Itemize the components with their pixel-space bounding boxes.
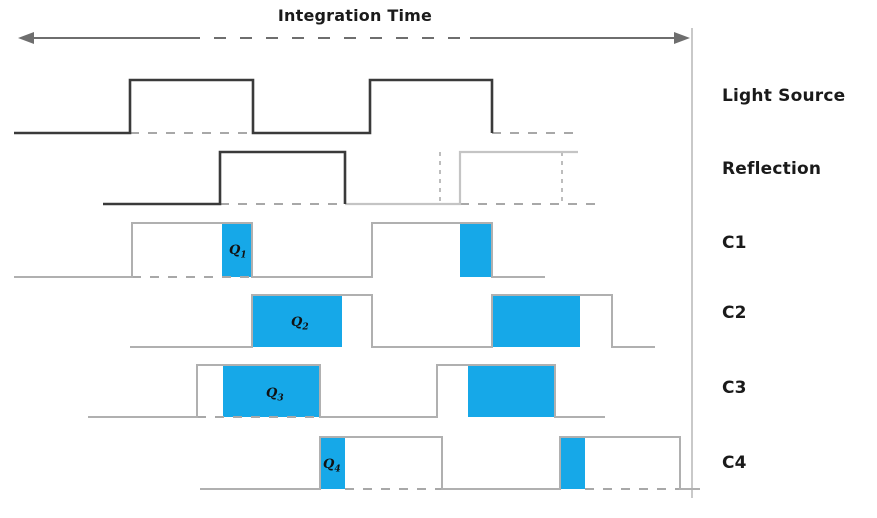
c4-charge-block-2 [560, 437, 585, 489]
c1-charge-blocks [222, 223, 492, 277]
c2-charge-block-2 [492, 295, 580, 347]
page-title: Integration Time [277, 6, 433, 25]
waveform-c2 [130, 294, 655, 348]
c3-charge-block-2 [468, 365, 555, 417]
row-label-reflection: Reflection [722, 159, 822, 179]
waveform-light-source [14, 78, 580, 135]
row-label-c4: C4 [722, 453, 747, 473]
c4-charge-block-1 [320, 437, 345, 489]
c1-charge-block-2 [460, 223, 492, 277]
waveform-c1 [14, 222, 545, 278]
c2-gate-path [130, 294, 655, 348]
reflection-delay-markers [439, 152, 563, 204]
waveform-c3 [88, 364, 605, 418]
reflection-signal-path [103, 150, 347, 206]
row-label-c1: C1 [722, 233, 747, 253]
c1-gate-path [14, 222, 545, 278]
waveform-reflection [103, 150, 600, 206]
c3-charge-block-1 [223, 365, 320, 417]
waveform-c4 [200, 436, 700, 490]
c3-charge-blocks [223, 365, 555, 417]
row-label-light-source: Light Source [722, 86, 846, 106]
c2-charge-block-1 [252, 295, 342, 347]
arrow-head-left-icon [18, 32, 34, 44]
reflection-delayed-pulse [345, 150, 578, 206]
c4-gate-path [200, 436, 700, 490]
c4-charge-blocks [320, 437, 585, 489]
c2-charge-blocks [252, 295, 580, 347]
light-source-signal-path [14, 78, 494, 135]
row-label-c3: C3 [722, 378, 747, 398]
integration-time-arrow [18, 32, 690, 44]
c1-charge-block-1 [222, 223, 252, 277]
c3-gate-path [88, 364, 605, 418]
row-label-c2: C2 [722, 303, 747, 323]
arrow-head-right-icon [674, 32, 690, 44]
